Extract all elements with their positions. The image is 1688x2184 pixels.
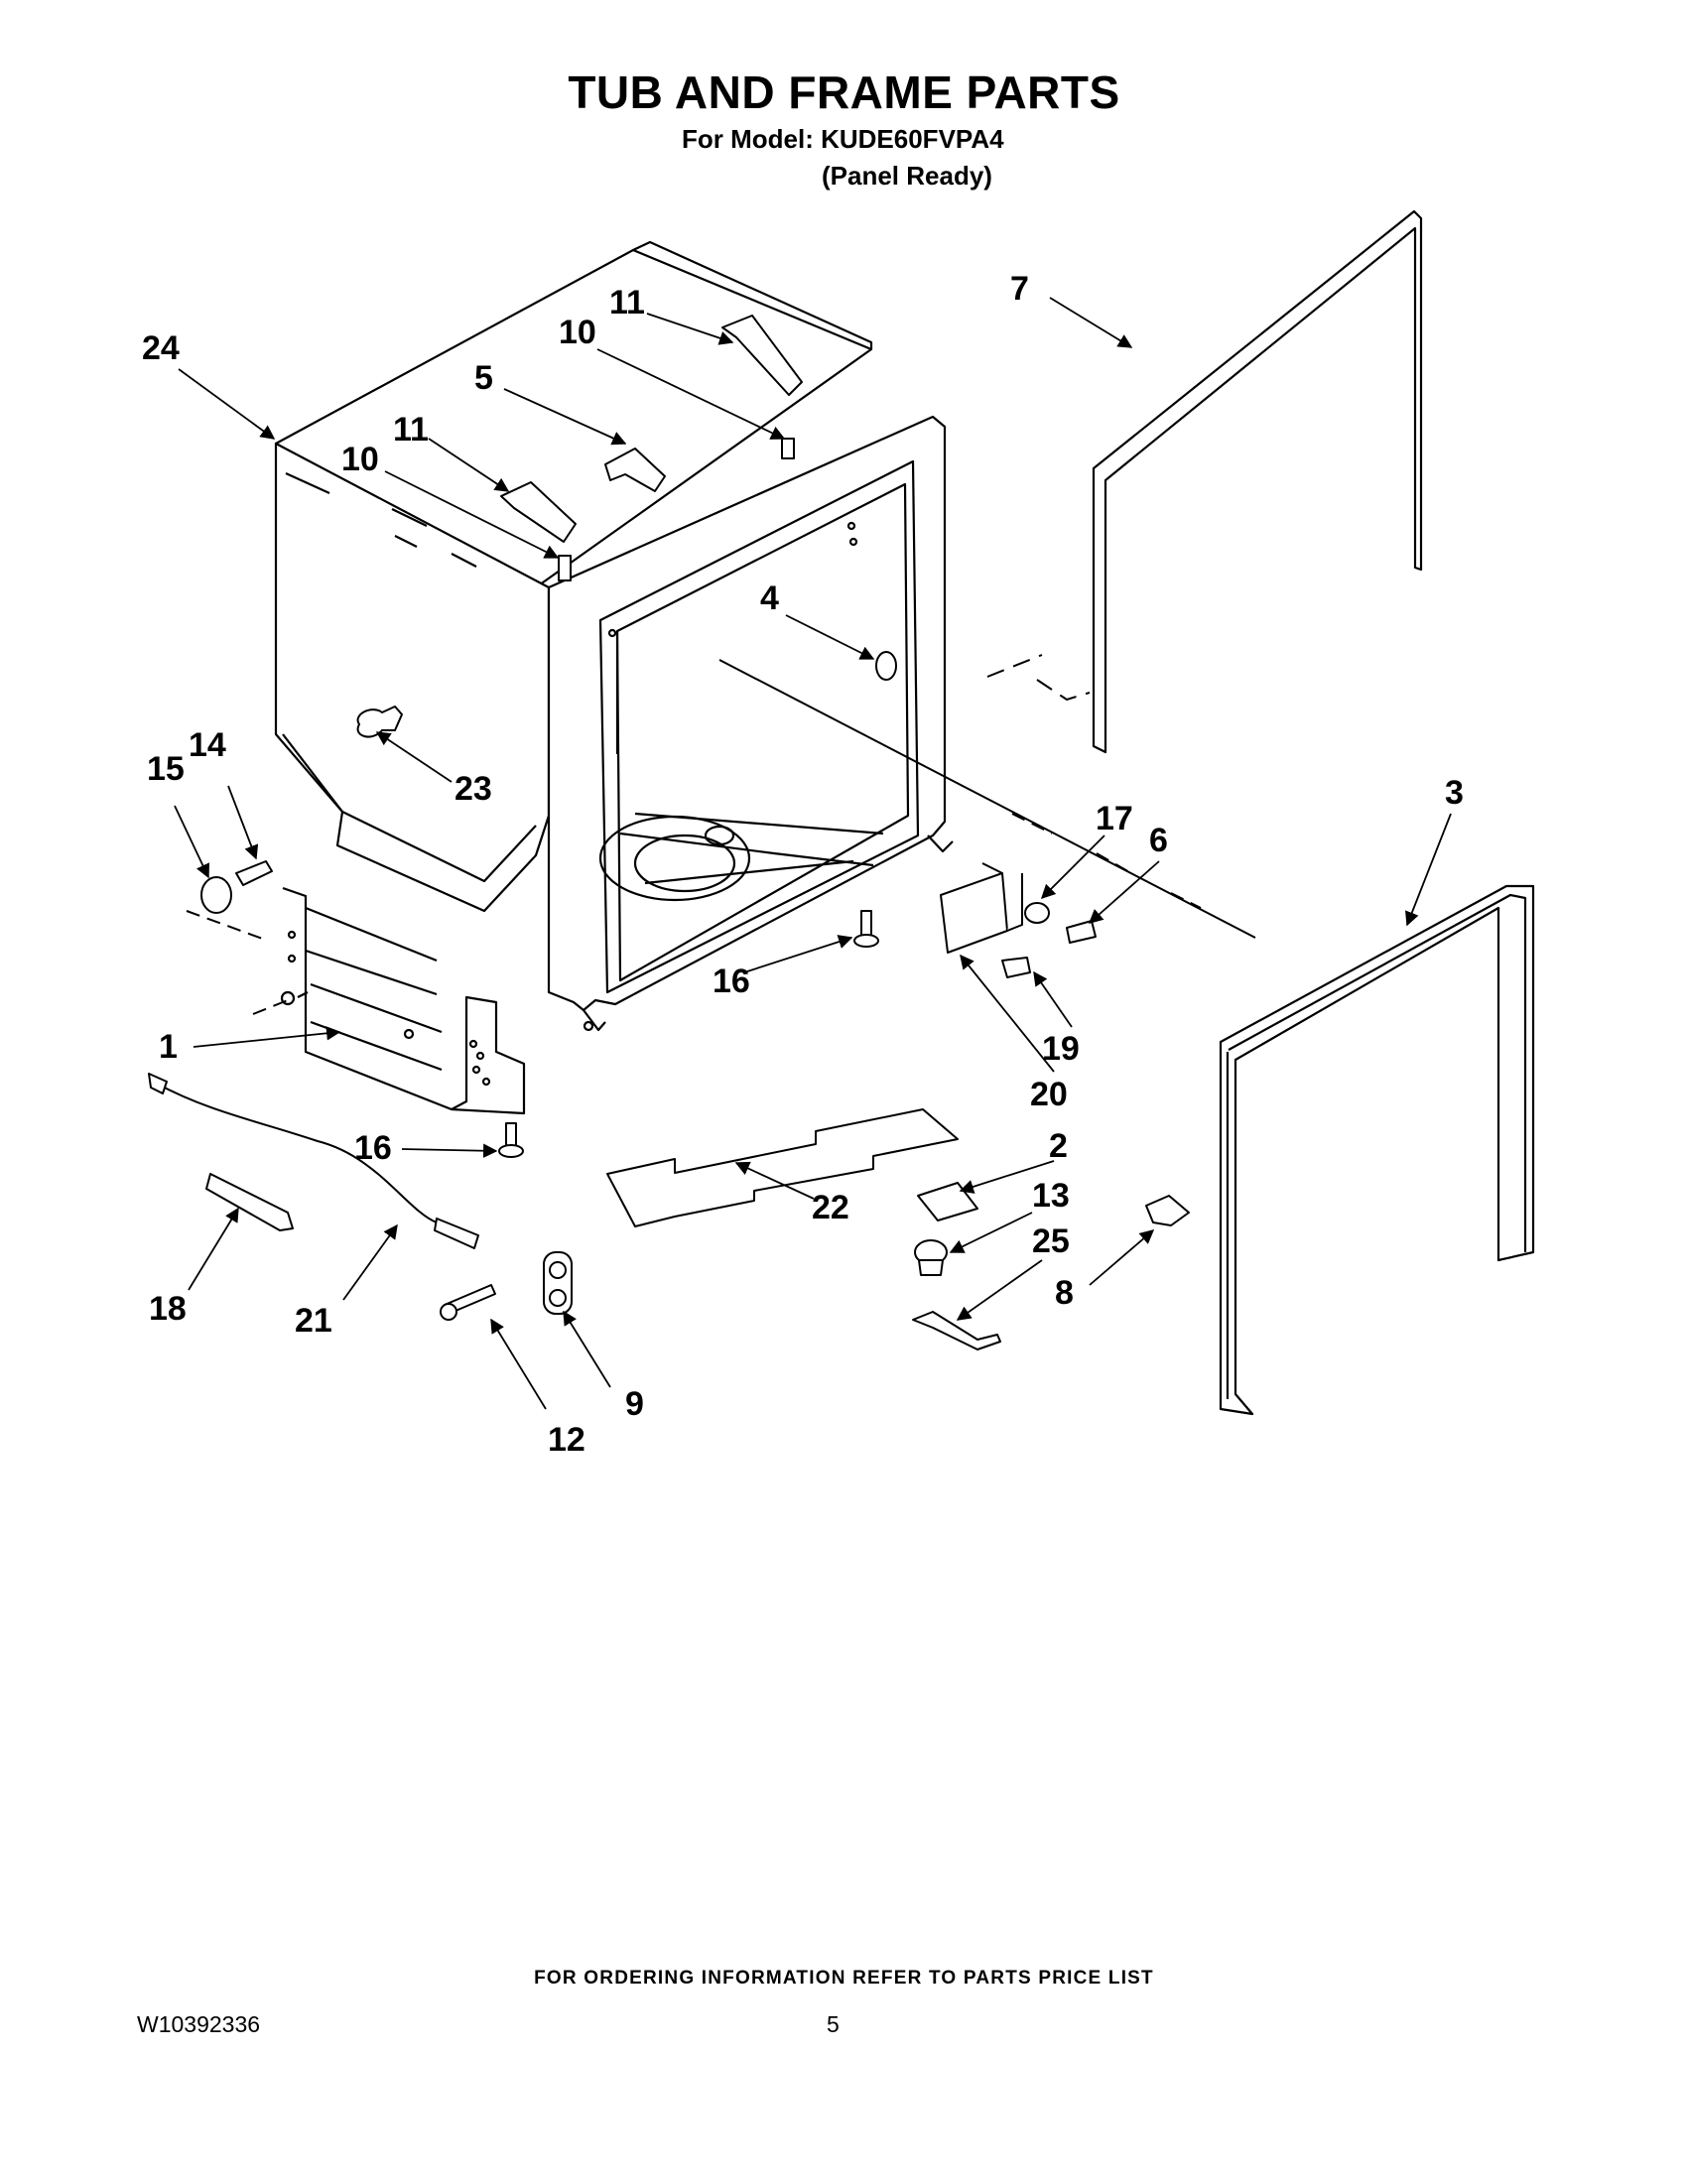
callout-labels: 24 11 10 5 11 10 7 4 23 14 15 3 17 6 16 … [142, 270, 1464, 1459]
callout-22: 22 [812, 1189, 849, 1226]
lower-frame [280, 886, 526, 1115]
callout-17: 17 [1096, 800, 1133, 837]
tub-assembly [274, 240, 954, 1032]
callout-20: 20 [1030, 1076, 1068, 1113]
callout-3: 3 [1445, 774, 1464, 812]
callout-2: 2 [1049, 1127, 1068, 1165]
callout-23: 23 [454, 770, 492, 808]
callout-16-upper: 16 [713, 963, 750, 1000]
document-number: W10392336 [137, 2011, 261, 2037]
callout-10-upper: 10 [559, 314, 596, 351]
callout-12: 12 [548, 1421, 585, 1459]
callout-1: 1 [159, 1028, 178, 1066]
callout-13: 13 [1032, 1177, 1070, 1215]
door-gasket-strip [1092, 209, 1423, 754]
callout-5: 5 [474, 359, 493, 397]
door-gasket-loop [1219, 884, 1535, 1416]
callout-6: 6 [1149, 822, 1168, 859]
assembly-guide-lines [186, 654, 1256, 1015]
callout-10-lower: 10 [341, 441, 379, 478]
callout-11-lower: 11 [393, 411, 429, 449]
leader-lines [174, 297, 1452, 1410]
callout-24: 24 [142, 329, 180, 367]
callout-18: 18 [149, 1290, 187, 1328]
page-number: 5 [827, 2011, 840, 2037]
callout-19: 19 [1042, 1030, 1080, 1068]
callout-4: 4 [760, 579, 779, 617]
callout-25: 25 [1032, 1222, 1070, 1260]
callout-21: 21 [295, 1302, 332, 1340]
callout-8: 8 [1055, 1274, 1074, 1312]
callout-15: 15 [147, 750, 185, 788]
model-line: For Model: KUDE60FVPA4 [682, 124, 1004, 154]
callout-11-upper: 11 [609, 284, 645, 321]
small-parts [148, 315, 1190, 1350]
page-title: TUB AND FRAME PARTS [568, 66, 1120, 118]
callout-9: 9 [625, 1385, 644, 1423]
callout-7: 7 [1010, 270, 1029, 308]
variant-label: (Panel Ready) [822, 161, 992, 191]
ordering-note: FOR ORDERING INFORMATION REFER TO PARTS … [534, 1968, 1154, 1989]
callout-16-lower: 16 [354, 1129, 392, 1167]
callout-14: 14 [189, 726, 226, 764]
